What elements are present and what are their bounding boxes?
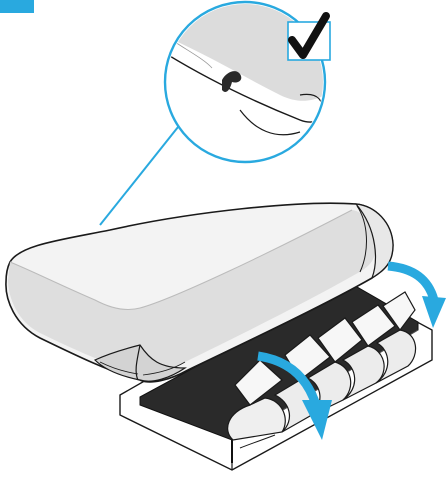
step-marker-tab — [0, 0, 34, 13]
checkmark-icon — [288, 16, 330, 60]
